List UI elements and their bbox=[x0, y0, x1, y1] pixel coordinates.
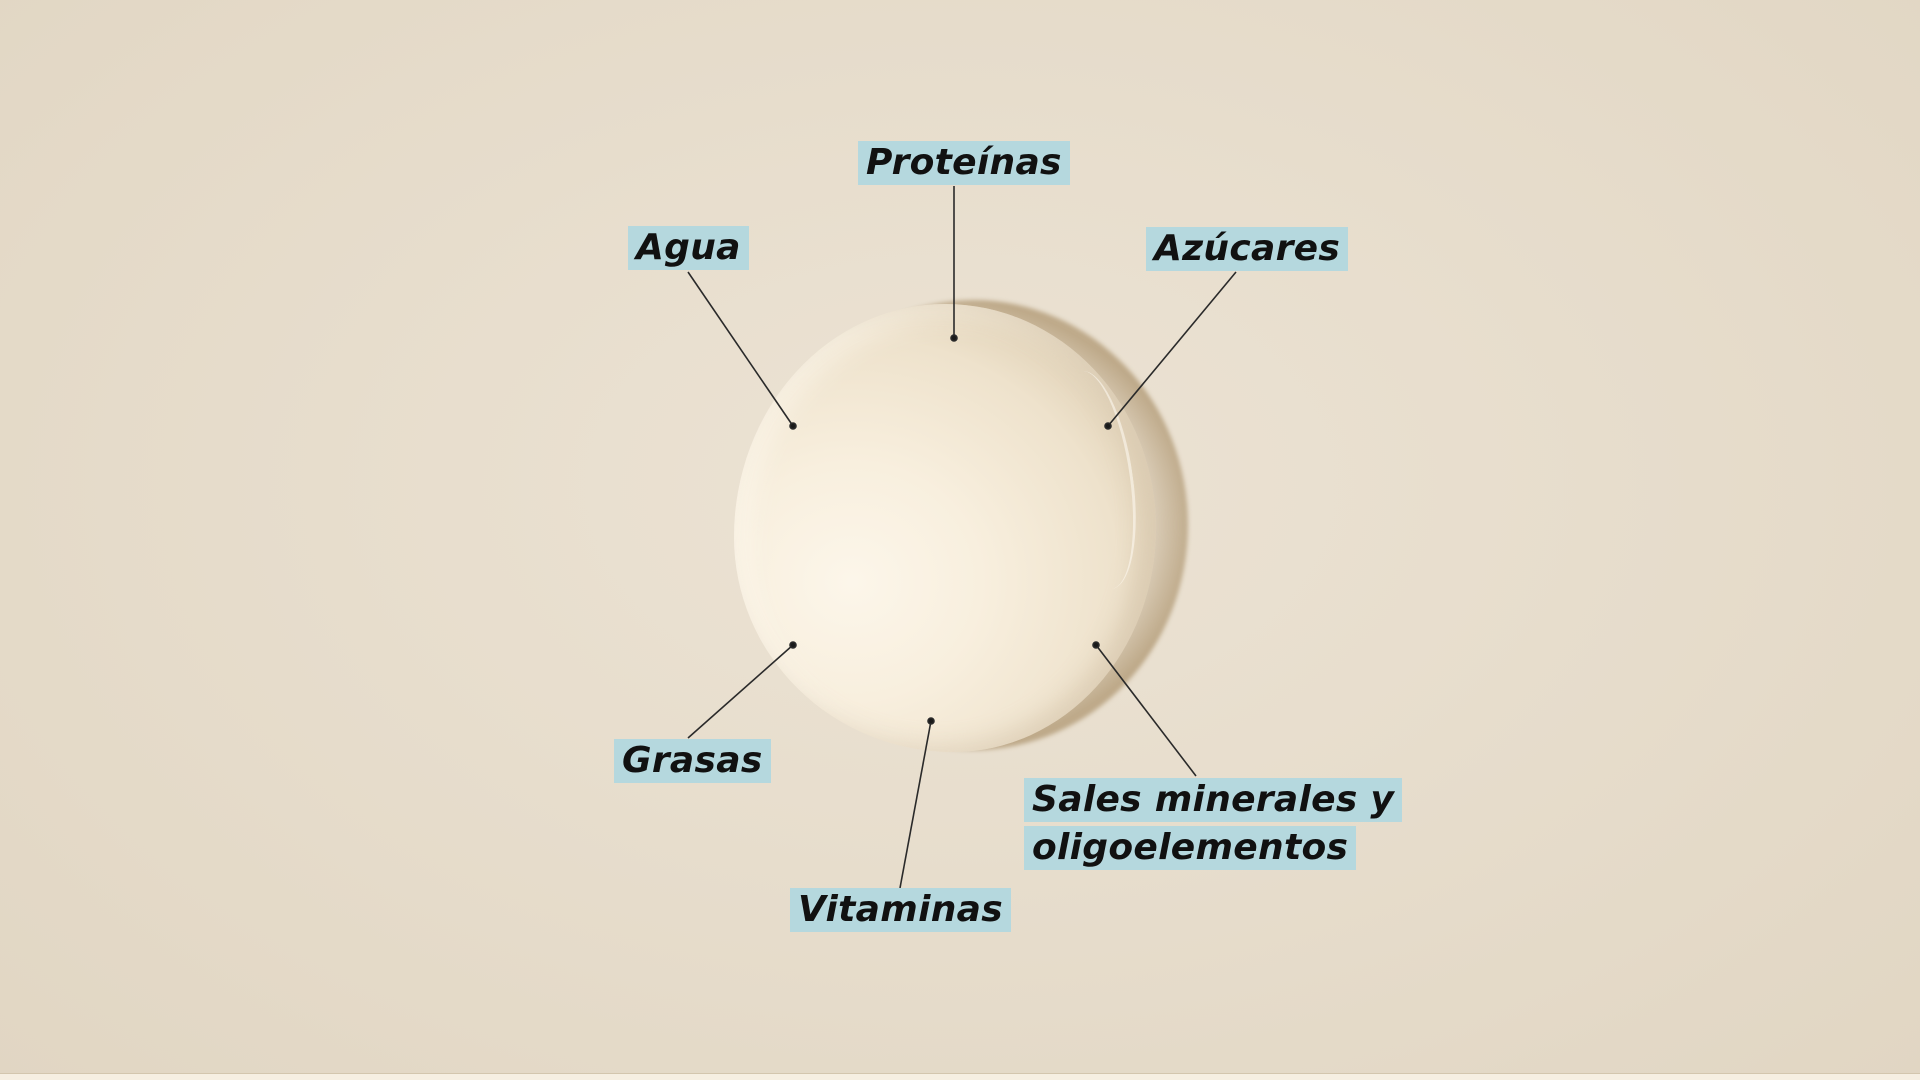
dot-azucares bbox=[1104, 422, 1112, 430]
label-sales-minerales: Sales minerales y oligoelementos bbox=[1024, 778, 1403, 874]
drop bbox=[734, 304, 1156, 752]
dot-grasas bbox=[789, 641, 797, 649]
label-sales-line2: oligoelementos bbox=[1024, 826, 1357, 870]
leader-line-vitaminas bbox=[899, 720, 932, 889]
label-proteinas: Proteínas bbox=[858, 141, 1070, 185]
dot-agua bbox=[789, 422, 797, 430]
leader-line-grasas bbox=[687, 644, 794, 739]
label-grasas: Grasas bbox=[614, 739, 771, 783]
label-sales-line1: Sales minerales y bbox=[1024, 778, 1403, 822]
label-agua: Agua bbox=[628, 226, 749, 270]
dot-proteinas bbox=[950, 334, 958, 342]
leader-line-azucares bbox=[1107, 271, 1237, 427]
label-vitaminas: Vitaminas bbox=[790, 888, 1011, 932]
leader-line-sales bbox=[1095, 644, 1197, 777]
dot-vitaminas bbox=[927, 717, 935, 725]
bottom-edge bbox=[0, 1073, 1920, 1080]
leader-line-agua bbox=[687, 271, 794, 427]
label-azucares: Azúcares bbox=[1146, 227, 1349, 271]
dot-sales bbox=[1092, 641, 1100, 649]
